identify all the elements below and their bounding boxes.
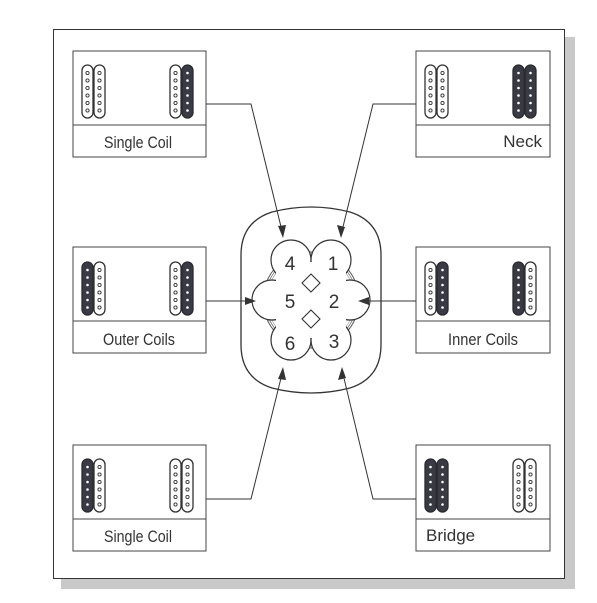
panel-label-bottom-left: Single Coil	[104, 527, 172, 546]
switch-position-2: 2	[329, 292, 340, 313]
panel-middle-right: Inner Coils	[415, 246, 551, 354]
panel-label-top-left: Single Coil	[104, 133, 172, 152]
humbucker-bridge-icon	[169, 64, 194, 119]
switch-position-4: 4	[285, 254, 296, 275]
arrow-to-position-6	[206, 369, 284, 500]
humbucker-bridge-icon	[169, 458, 194, 513]
connector-arrows	[206, 103, 416, 500]
panel-top-left: Single Coil	[72, 50, 207, 158]
arrow-heads	[245, 225, 369, 380]
panel-label-middle-right: Inner Coils	[448, 330, 518, 349]
humbucker-neck-icon	[81, 261, 106, 316]
diamond-upper-icon	[301, 273, 321, 293]
panel-label-middle-left: Outer Coils	[103, 330, 175, 349]
panel-bottom-right: Bridge	[415, 444, 551, 552]
humbucker-neck-icon	[424, 261, 449, 316]
switch-position-1: 1	[328, 254, 339, 275]
panel-label-bottom-right: Bridge	[426, 526, 475, 545]
arrow-to-position-1	[340, 103, 416, 236]
humbucker-bridge-icon	[169, 261, 194, 316]
arrowhead-1-icon	[337, 225, 345, 238]
switch-position-3: 3	[329, 332, 340, 353]
arrowhead-6-icon	[278, 367, 286, 380]
humbucker-neck-icon	[81, 458, 106, 513]
arrowhead-4-icon	[278, 225, 286, 238]
arrow-to-position-3	[341, 369, 416, 500]
arrow-to-position-4	[206, 103, 284, 236]
panel-middle-left: Outer Coils	[72, 246, 207, 354]
panel-label-top-right: Neck	[503, 132, 542, 151]
switch-position-5: 5	[285, 292, 296, 313]
diamond-lower-icon	[301, 309, 321, 329]
humbucker-bridge-icon	[512, 261, 537, 316]
arrowhead-2-icon	[358, 297, 369, 305]
switch-position-6: 6	[285, 334, 296, 355]
humbucker-neck-icon	[424, 64, 449, 119]
arrowhead-3-icon	[338, 367, 346, 380]
humbucker-bridge-icon	[512, 64, 537, 119]
humbucker-neck-icon	[424, 458, 449, 513]
humbucker-neck-icon	[81, 64, 106, 119]
arrowhead-5-icon	[245, 297, 256, 305]
humbucker-bridge-icon	[512, 458, 537, 513]
rotary-switch: 4 1 5 2 6 3	[240, 206, 382, 394]
panel-top-right: Neck	[415, 50, 551, 158]
panel-bottom-left: Single Coil	[72, 444, 207, 552]
